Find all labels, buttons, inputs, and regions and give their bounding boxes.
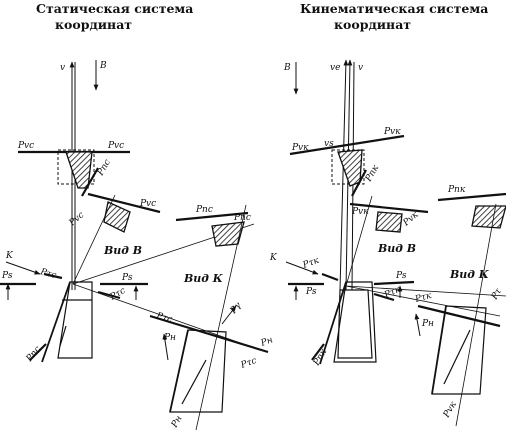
static-label-pnc-top-right: Pпс [233,213,251,223]
kinematic-label-ptk-long: Pτк [413,291,433,305]
kinematic-ptk-left-line [321,272,339,282]
static-label-pnc-bottom: Pпс [24,345,43,365]
static-label-view-b: Вид В [103,244,142,257]
static-pnc-rake-line [81,167,99,197]
kinematic-label-ptk-edge: Pτ [489,286,504,302]
static-label-pn-right: Pн [259,335,275,349]
kinematic-label-k: K [269,253,278,263]
kinematic-viewk-hatch [471,205,506,229]
kinematic-label-ptk-left: Pτк [301,256,321,272]
kinematic-label-v: v [358,63,363,73]
kinematic-label-ps-left: Ps [305,287,317,297]
kinematic-label-ve: ve [330,63,340,73]
static-label-k: K [5,251,14,261]
kinematic-construct-line1 [345,195,373,287]
static-viewk-tool [169,329,227,413]
kinematic-labels: ve v B vs Pvк Pvк Pпк Pvк Pvк Вид В Вид … [269,63,505,420]
kinematic-label-ps-right: Ps [395,271,407,281]
static-tool-body [41,281,93,363]
kinematic-viewb-hatch [375,211,403,233]
kinematic-label-ph: Pн [421,319,434,329]
kinematic-ptk-long-line [417,304,501,328]
kinematic-label-pnk-rake: Pпк [363,163,381,184]
static-label-pnc-top-left: Pпс [195,205,213,215]
static-viewb-line [87,192,161,214]
kinematic-label-vs: vs [324,139,334,149]
static-k-arrow [5,261,41,275]
kinematic-ph-arrow [414,313,421,337]
kinematic-label-pvk-left: Pvк [291,143,309,153]
static-viewk-hatch [211,221,245,247]
static-labels: v B Pvc Pvc Pпс Pvc Pvc Вид В Вид К K Ps… [1,61,274,430]
kinematic-label-view-k: Вид К [449,268,490,281]
static-construct-line1 [72,194,116,285]
static-pn-left-arrow [162,333,169,361]
kinematic-ptk-right-line [373,292,395,302]
static-title-line2: координат [55,17,133,32]
static-label-pn-left: Pн [163,333,176,343]
kinematic-label-pnk-top: Pпк [447,185,466,195]
static-label-ptc-right: Pτс [108,286,128,303]
static-label-ptc-left: Pτс [38,267,57,281]
kinematic-label-b: B [283,63,291,73]
static-label-pnc-rake: Pпс [95,158,113,179]
kinematic-label-pvk-bottom: Pvк [441,400,459,421]
static-label-ps-right: Ps [121,273,133,283]
static-label-ptc-long: Pτс [154,311,173,325]
static-label-pvc-left: Pvc [17,141,34,151]
static-label-pvc-view-right: Pvc [139,199,156,209]
kinematic-pvk-line [289,134,405,156]
static-label-b: B [99,61,107,71]
static-ptc-right-line [97,290,121,300]
static-viewb-hatch [103,201,131,233]
kinematic-label-pnk-bottom: Pпк [311,347,329,368]
kinematic-pnk-rake-line [351,169,367,197]
kinematic-label-pvk-view-right: Pvк [401,210,421,229]
static-viewk-pnc-line [175,211,249,222]
static-title-line1: Статическая система [36,1,194,16]
kinematic-viewb-line [349,202,429,214]
kinematic-label-pvk-view-left: Pvк [351,207,369,217]
static-label-ph-bottom: Pн [169,414,184,430]
static-section-hatch [65,151,93,189]
static-label-ptc-bottom: Pτс [239,356,258,371]
static-label-view-k: Вид К [183,272,224,285]
kinematic-viewk-long-line [455,203,497,427]
static-ptc-left-line [43,272,63,280]
static-pn-right-arrow [221,305,237,325]
static-label-v: v [60,63,65,73]
static-label-py: Pγ [228,300,244,316]
static-system [0,60,269,431]
kinematic-viewk-pnk-line [437,192,506,202]
kinematic-k-arrow [285,261,319,275]
kinematic-ve-arrow [339,59,349,291]
kinematic-label-view-b: Вид В [377,242,416,255]
static-ptc-long-line [149,314,269,354]
kinematic-label-pvk-right: Pvк [383,127,401,137]
static-viewk-long-line [195,204,247,431]
static-label-ps-left: Ps [1,271,13,281]
static-label-pvc-view-left: Pvc [67,210,87,229]
kinematic-viewk-tool [431,305,487,395]
kinematic-title-line1: Кинематическая система [300,1,489,16]
kinematic-ps-right-line [373,280,415,286]
kinematic-section-hatch [337,149,363,187]
kinematic-tool-body [319,281,377,365]
kinematic-construct-line2 [345,285,501,317]
kinematic-system [285,59,506,427]
static-label-pvc-right: Pvc [107,141,124,151]
kinematic-lower-pnk-line [311,343,325,361]
static-lower-pnc-line [29,343,47,361]
kinematic-section-box [331,149,365,185]
kinematic-title-line2: координат [334,17,412,32]
